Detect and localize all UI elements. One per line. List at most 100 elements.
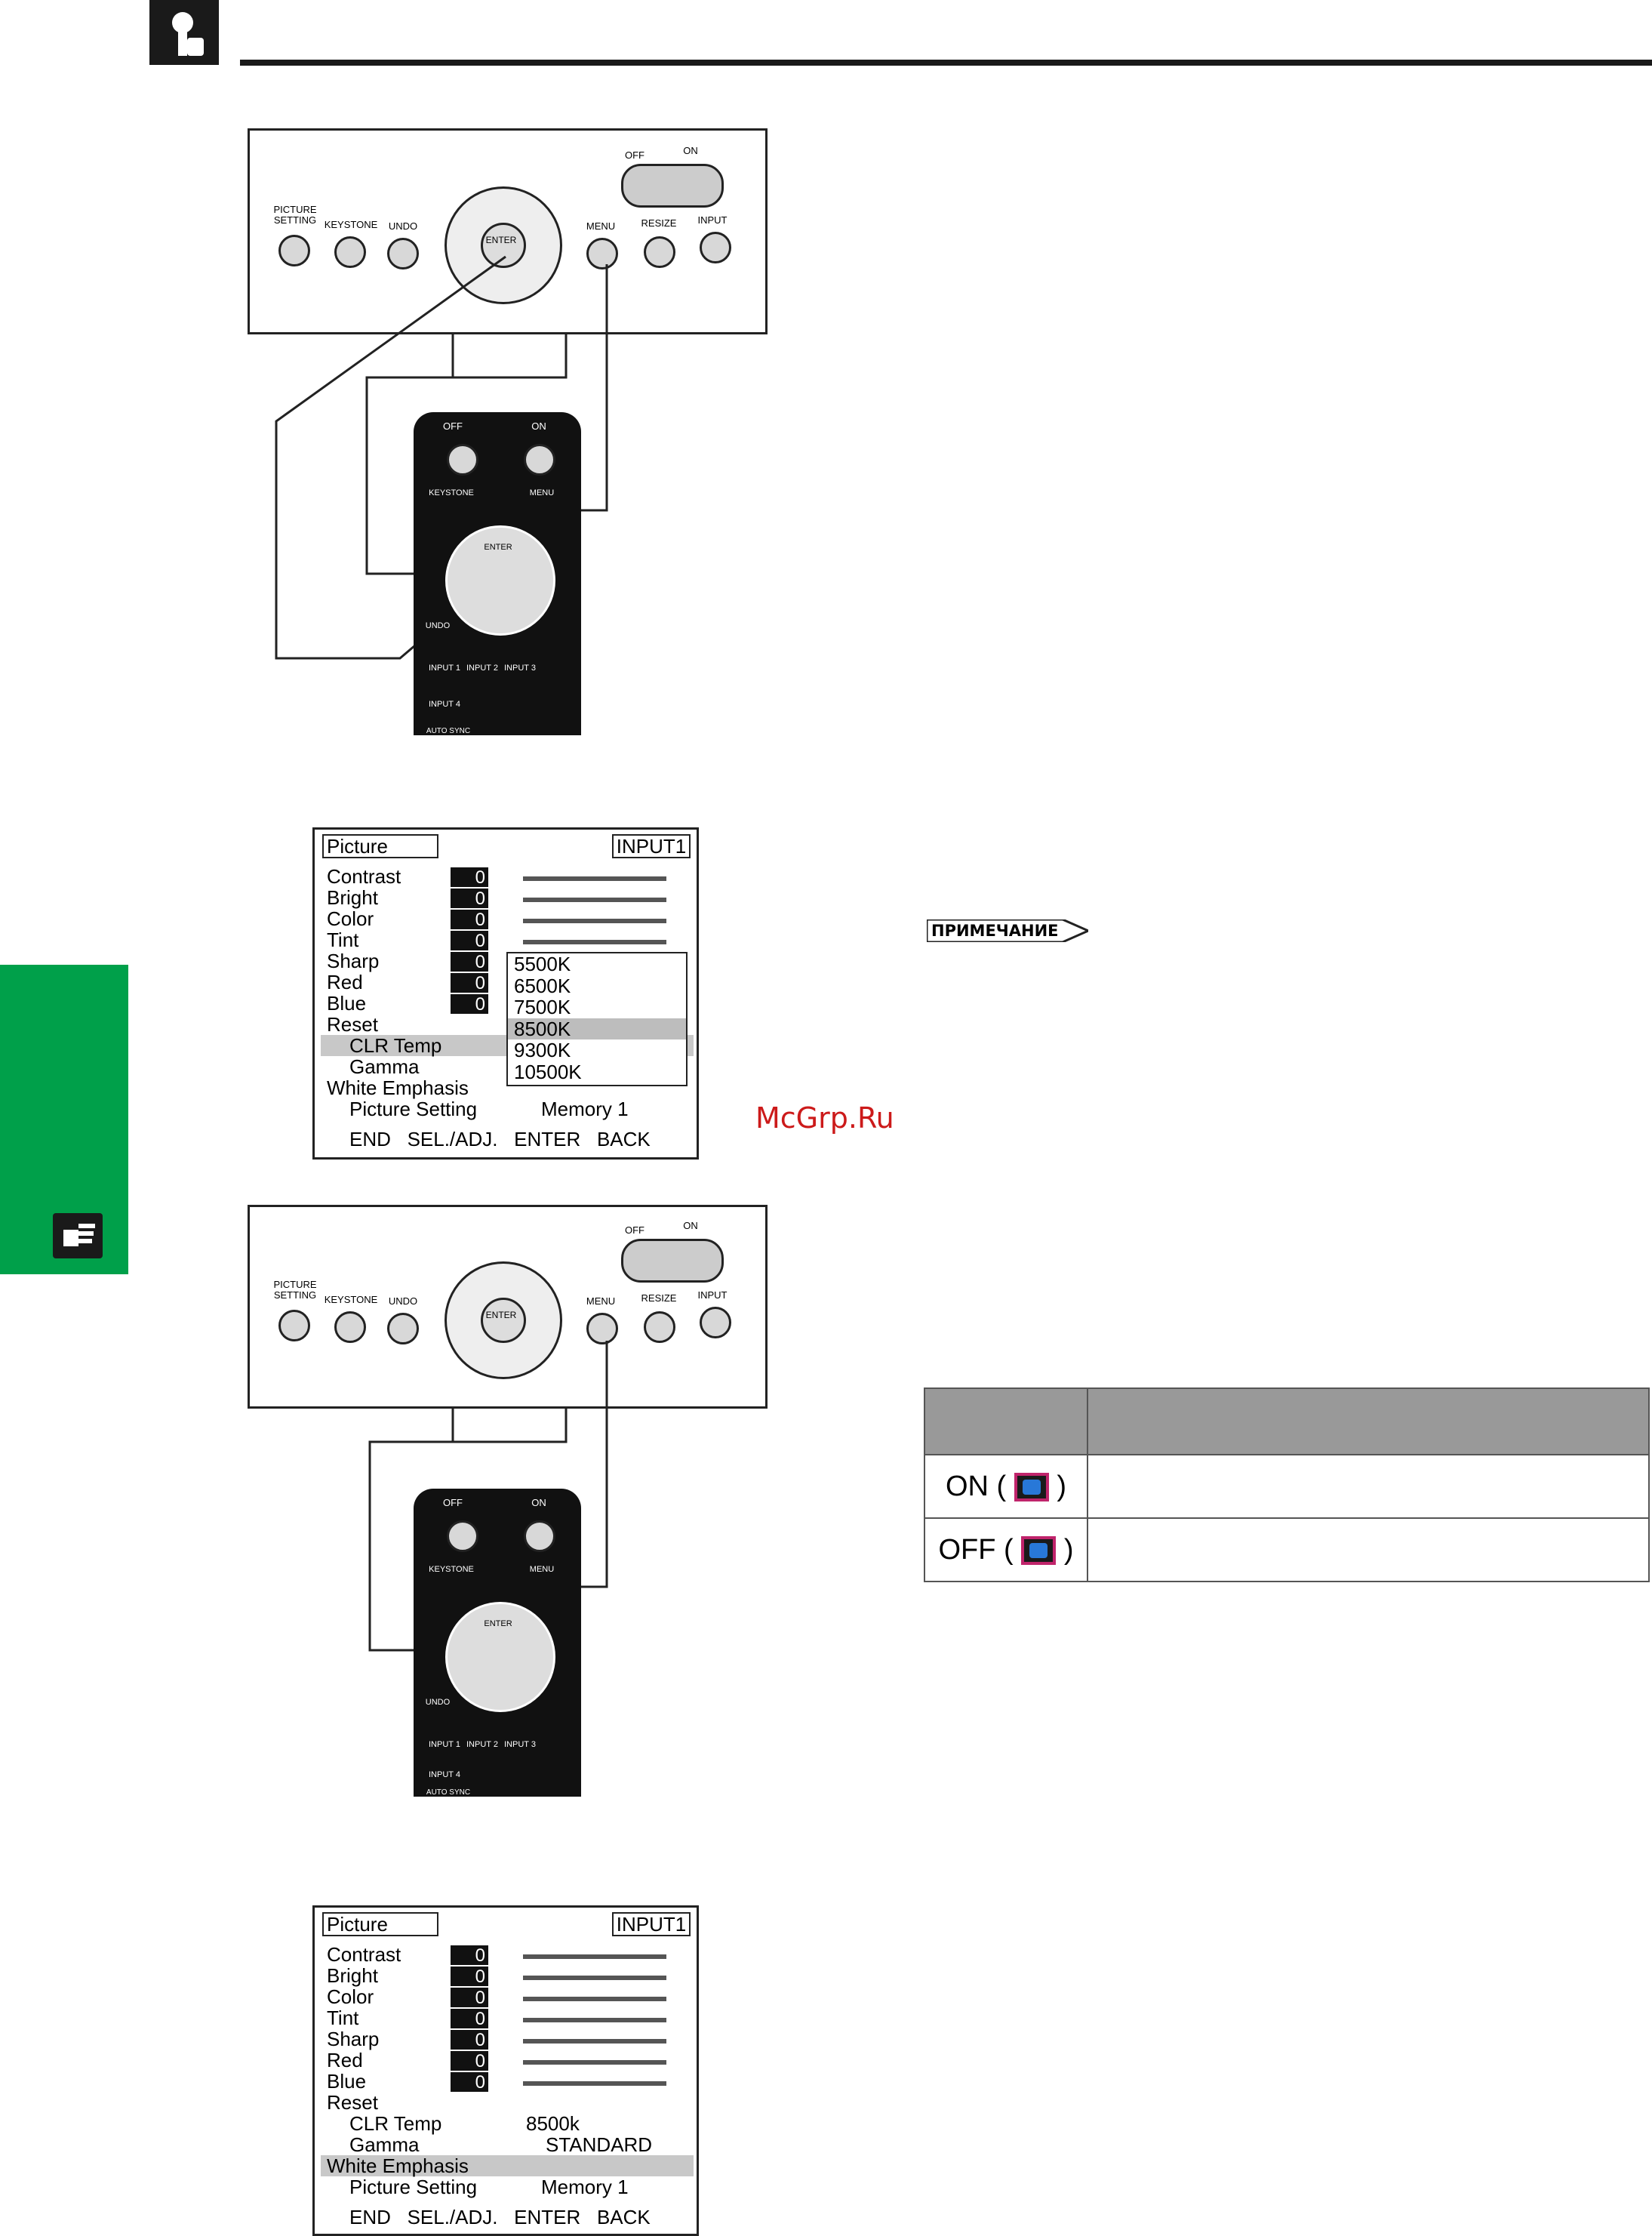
dropdown-option[interactable]: 6500K — [514, 974, 571, 997]
remote-on-label: ON — [531, 1497, 546, 1508]
osd-value: 0 — [451, 2072, 488, 2093]
power-switch[interactable] — [621, 1239, 724, 1283]
osd-row-red[interactable]: Red — [327, 971, 363, 993]
picture-setting-button[interactable] — [278, 235, 310, 266]
osd-value: 0 — [451, 889, 488, 909]
osd-row-bright[interactable]: Bright — [327, 1964, 378, 1987]
osd-row-picture-setting[interactable]: Picture Setting — [349, 1098, 478, 1120]
table-row: ON ( ) — [924, 1454, 1650, 1519]
osd-row-clr-temp[interactable]: CLR Temp — [349, 1034, 442, 1057]
osd-row-gamma[interactable]: Gamma — [349, 1055, 420, 1078]
osd-value: 0 — [451, 931, 488, 951]
remote-off-label: OFF — [443, 1497, 463, 1508]
osd-row-color[interactable]: Color — [327, 1985, 374, 2008]
table-cell-desc — [1087, 1454, 1650, 1519]
osd-tab-picture[interactable]: Picture — [322, 834, 438, 858]
osd-slider[interactable] — [523, 898, 666, 902]
osd-slider[interactable] — [523, 2060, 666, 2065]
remote-on-button[interactable] — [524, 1520, 555, 1552]
enter-button[interactable] — [481, 223, 526, 268]
osd-slider[interactable] — [523, 1954, 666, 1959]
osd-row-white-emphasis[interactable]: White Emphasis — [327, 2154, 469, 2177]
keystone-button[interactable] — [334, 1311, 366, 1343]
input-label: INPUT — [697, 1289, 728, 1301]
osd-row-sharp[interactable]: Sharp — [327, 950, 380, 972]
remote-menu-label: MENU — [529, 1565, 555, 1574]
osd-row-gamma[interactable]: Gamma — [349, 2133, 420, 2156]
picture-setting-label: PICTURE SETTING — [273, 204, 317, 226]
remote-off-button[interactable] — [447, 1520, 478, 1552]
osd-row-tint[interactable]: Tint — [327, 2007, 359, 2029]
remote-off-label: OFF — [443, 420, 463, 432]
remote-input2-label: INPUT 2 — [466, 664, 498, 673]
pointing-hand-icon — [53, 1213, 103, 1258]
remote-control: OFF ON KEYSTONE MENU ENTER UNDO INPUT 1 … — [414, 1489, 581, 1797]
remote-off-button[interactable] — [447, 444, 478, 476]
osd-slider[interactable] — [523, 2039, 666, 2044]
direction-pad[interactable] — [445, 1261, 562, 1379]
undo-label: UNDO — [388, 1295, 418, 1307]
power-switch[interactable] — [621, 164, 724, 208]
osd-row-tint[interactable]: Tint — [327, 929, 359, 951]
enter-button[interactable] — [481, 1298, 526, 1343]
osd-row-sharp[interactable]: Sharp — [327, 2028, 380, 2050]
osd-slider[interactable] — [523, 1976, 666, 1980]
osd-value: 0 — [451, 952, 488, 972]
osd-row-clr-temp[interactable]: CLR Temp — [349, 2112, 442, 2135]
table-header-cell — [1087, 1387, 1650, 1455]
osd-footer: END SEL./ADJ. ENTER BACK — [349, 1128, 651, 1150]
osd-slider[interactable] — [523, 2018, 666, 2022]
clr-temp-dropdown[interactable]: 5500K 6500K 7500K 8500K 9300K 10500K — [506, 952, 688, 1086]
osd-slider[interactable] — [523, 876, 666, 881]
osd-value: 0 — [451, 1967, 488, 1987]
undo-button[interactable] — [387, 238, 419, 269]
menu-button[interactable] — [586, 1313, 618, 1344]
osd-row-blue[interactable]: Blue — [327, 2070, 367, 2093]
osd-footer: END SEL./ADJ. ENTER BACK — [349, 2206, 651, 2228]
watermark: McGrp.Ru — [755, 1101, 894, 1135]
dropdown-option[interactable]: 9300K — [514, 1039, 571, 1061]
undo-button[interactable] — [387, 1313, 419, 1344]
picture-setting-button[interactable] — [278, 1310, 310, 1341]
menu-button[interactable] — [586, 238, 618, 269]
dropdown-option[interactable]: 10500K — [514, 1060, 582, 1083]
remote-direction-pad[interactable] — [445, 525, 555, 636]
osd-tab-picture[interactable]: Picture — [322, 1912, 438, 1936]
remote-direction-pad[interactable] — [445, 1602, 555, 1712]
osd-row-contrast[interactable]: Contrast — [327, 1943, 401, 1966]
osd-row-contrast[interactable]: Contrast — [327, 865, 401, 888]
osd-row-reset[interactable]: Reset — [327, 2091, 378, 2114]
resize-button[interactable] — [644, 236, 675, 268]
osd-row-bright[interactable]: Bright — [327, 886, 378, 909]
dropdown-option[interactable]: 7500K — [514, 996, 571, 1018]
osd-slider[interactable] — [523, 919, 666, 923]
osd-row-color[interactable]: Color — [327, 907, 374, 930]
input-button[interactable] — [700, 1307, 731, 1338]
osd-value: 0 — [451, 973, 488, 993]
osd-slider[interactable] — [523, 2081, 666, 2086]
dropdown-option-selected[interactable]: 8500K — [508, 1018, 686, 1039]
osd-value: 0 — [451, 1988, 488, 2008]
osd-row-red[interactable]: Red — [327, 2049, 363, 2071]
resize-button[interactable] — [644, 1311, 675, 1343]
enter-label: ENTER — [485, 235, 517, 245]
osd-slider[interactable] — [523, 940, 666, 944]
remote-control: OFF ON KEYSTONE MENU ENTER UNDO INPUT 1 … — [414, 412, 581, 735]
remote-input4-label: INPUT 4 — [429, 700, 460, 709]
osd-clr-temp-value: 8500k — [526, 2112, 580, 2135]
remote-on-button[interactable] — [524, 444, 555, 476]
direction-pad[interactable] — [445, 186, 562, 304]
off-label: OFF — [625, 1224, 644, 1236]
osd-row-white-emphasis[interactable]: White Emphasis — [327, 1076, 469, 1099]
dropdown-option[interactable]: 5500K — [514, 953, 571, 975]
osd-input-label: INPUT1 — [612, 1912, 691, 1936]
remote-undo-label: UNDO — [425, 621, 451, 630]
osd-row-picture-setting[interactable]: Picture Setting — [349, 2176, 478, 2198]
table-header-cell — [924, 1387, 1088, 1455]
osd-slider[interactable] — [523, 1997, 666, 2001]
input-button[interactable] — [700, 232, 731, 263]
osd-row-blue[interactable]: Blue — [327, 992, 367, 1015]
keystone-button[interactable] — [334, 236, 366, 268]
on-label: ON — [683, 1220, 698, 1231]
osd-row-reset[interactable]: Reset — [327, 1013, 378, 1036]
